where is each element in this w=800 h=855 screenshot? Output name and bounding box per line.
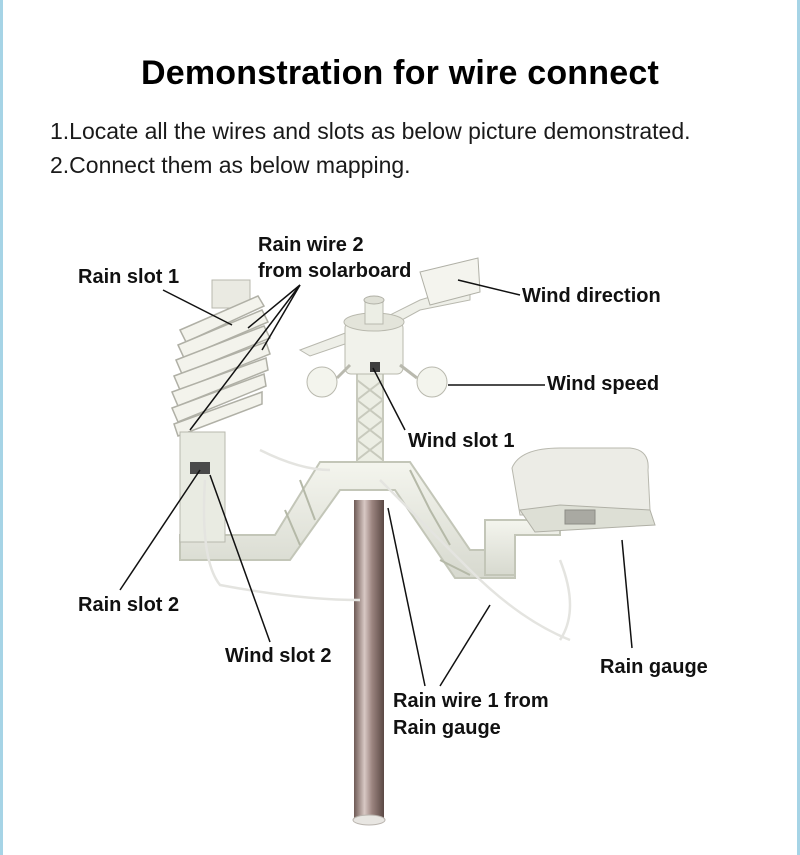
label-rain-wire-2-line-2: from solarboard <box>258 260 412 282</box>
page-title: Demonstration for wire connect <box>141 54 659 92</box>
right-edge-stripe <box>797 0 800 855</box>
label-rain-gauge: Rain gauge <box>600 656 708 678</box>
anemometer-and-vane <box>298 257 481 398</box>
sensor-radiation-shield <box>170 279 272 543</box>
label-wind-slot-2: Wind slot 2 <box>225 645 332 667</box>
label-rain-slot-1: Rain slot 1 <box>78 266 180 288</box>
connecting-wires <box>202 448 572 642</box>
rain-gauge-body <box>511 447 656 533</box>
label-rain-wire-1-line-2: Rain gauge <box>393 717 501 739</box>
label-wind-speed: Wind speed <box>547 373 660 395</box>
label-wind-direction: Wind direction <box>522 285 661 307</box>
label-rain-wire-2-line-1: Rain wire 2 <box>258 234 364 256</box>
label-leader-lines <box>119 279 633 687</box>
bracket-arms <box>179 461 516 579</box>
lattice-mast <box>356 369 384 471</box>
instruction-step-1: 1.Locate all the wires and slots as belo… <box>50 118 691 144</box>
instruction-step-2: 2.Connect them as below mapping. <box>50 152 411 178</box>
label-wind-slot-1: Wind slot 1 <box>408 430 515 452</box>
label-rain-slot-2: Rain slot 2 <box>78 594 180 616</box>
mounting-pole <box>352 500 386 826</box>
label-rain-wire-1-line-1: Rain wire 1 from <box>393 690 549 712</box>
left-edge-stripe <box>0 0 3 855</box>
